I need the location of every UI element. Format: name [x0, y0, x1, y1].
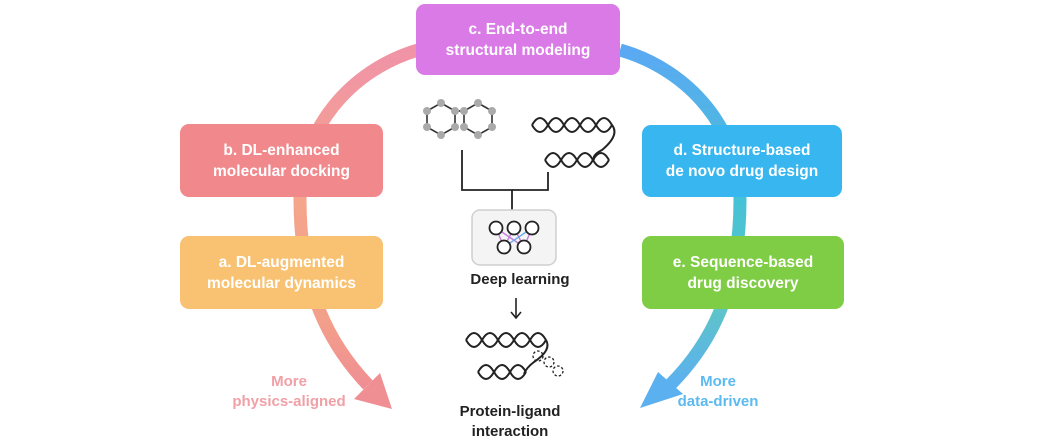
- right-cycle-arrow: [618, 43, 747, 408]
- dl-enhanced-docking-box: b. DL-enhanced molecular docking: [180, 124, 383, 197]
- physics-label-line1: More: [271, 373, 307, 390]
- deep-learning-text: Deep learning: [470, 271, 570, 288]
- right-arrowhead: [640, 372, 683, 408]
- data-label-line2: data-driven: [677, 393, 759, 410]
- neural-network-icon: [471, 209, 557, 266]
- box-c-line1: c. End-to-end: [468, 20, 568, 38]
- left-cycle-arrow: [293, 43, 420, 409]
- box-d-line1: d. Structure-based: [673, 142, 811, 159]
- deep-learning-label: Deep learning: [440, 270, 600, 290]
- box-c-line2: structural modeling: [445, 41, 591, 59]
- down-arrow-icon: [510, 298, 522, 320]
- box-a-line2: molecular dynamics: [206, 274, 357, 292]
- box-e-line1: e. Sequence-based: [672, 253, 814, 271]
- connector-lines: [461, 150, 549, 210]
- protein-helix-icon: [531, 117, 616, 168]
- small-molecule-icon: [423, 99, 496, 139]
- protein-ligand-complex-icon: [465, 332, 564, 380]
- box-b-line2: molecular docking: [213, 162, 350, 180]
- more-data-driven-label: More data-driven: [648, 372, 788, 412]
- sequence-based-drug-discovery-box: e. Sequence-based drug discovery: [642, 236, 844, 309]
- protein-ligand-line1: Protein-ligand: [459, 403, 561, 420]
- protein-ligand-interaction-label: Protein-ligand interaction: [420, 402, 600, 442]
- end-to-end-structural-modeling-box: c. End-to-end structural modeling: [416, 4, 620, 75]
- box-a-line1: a. DL-augmented: [218, 253, 345, 271]
- box-d-line2: de novo drug design: [665, 163, 819, 180]
- physics-label-line2: physics-aligned: [232, 393, 346, 410]
- box-b-line1: b. DL-enhanced: [223, 141, 340, 159]
- data-label-line1: More: [700, 373, 736, 390]
- left-arrowhead: [354, 373, 392, 409]
- structure-based-drug-design-box: d. Structure-based de novo drug design: [642, 125, 842, 197]
- dl-augmented-dynamics-box: a. DL-augmented molecular dynamics: [180, 236, 383, 309]
- protein-ligand-line2: interaction: [471, 423, 549, 440]
- box-e-line2: drug discovery: [687, 274, 799, 292]
- more-physics-aligned-label: More physics-aligned: [214, 372, 364, 412]
